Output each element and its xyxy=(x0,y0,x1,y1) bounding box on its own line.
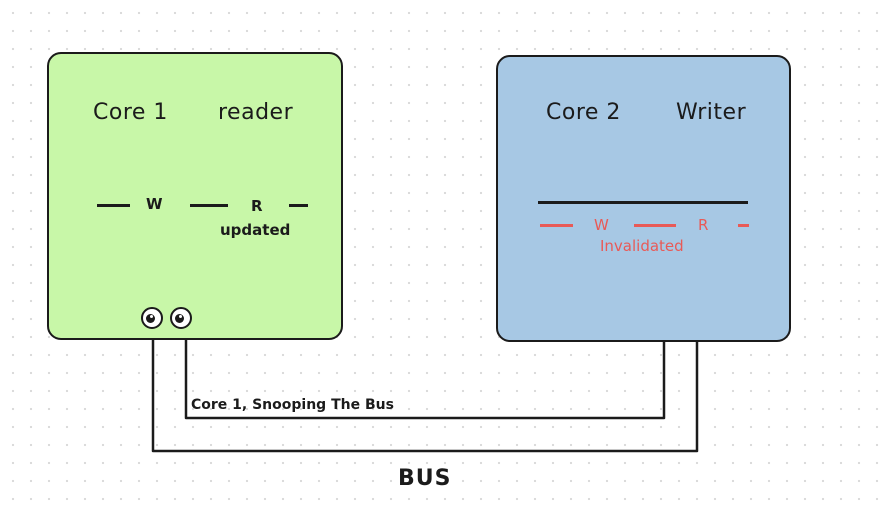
core1-status: updated xyxy=(220,221,291,239)
core1-name: Core 1 xyxy=(93,100,168,125)
left-eye-icon xyxy=(141,307,163,329)
core1-box xyxy=(47,52,343,340)
core2-box xyxy=(496,55,791,342)
core2-cache-line-segment xyxy=(540,224,573,227)
core1-role: reader xyxy=(218,100,294,125)
bus-inner-wire xyxy=(184,340,666,420)
core1-cache-line-segment xyxy=(289,204,308,207)
bus-label: BUS xyxy=(398,466,452,491)
core1-cache-line-segment xyxy=(190,204,228,207)
core2-role: Writer xyxy=(676,100,747,125)
core2-cache-line-segment xyxy=(738,224,749,227)
core1-r-label: R xyxy=(251,197,263,215)
core2-name: Core 2 xyxy=(546,100,621,125)
snoop-label: Core 1, Snooping The Bus xyxy=(191,397,394,413)
core2-cache-line-segment xyxy=(634,224,676,227)
core2-w-label: W xyxy=(594,216,609,234)
right-eye-icon xyxy=(170,307,192,329)
core2-r-label: R xyxy=(698,216,709,234)
bus-outer-wire xyxy=(151,340,699,453)
core2-status: Invalidated xyxy=(600,237,684,255)
core2-cache-line xyxy=(538,201,748,204)
core1-cache-line-segment xyxy=(97,204,130,207)
core1-w-label: W xyxy=(146,195,163,213)
